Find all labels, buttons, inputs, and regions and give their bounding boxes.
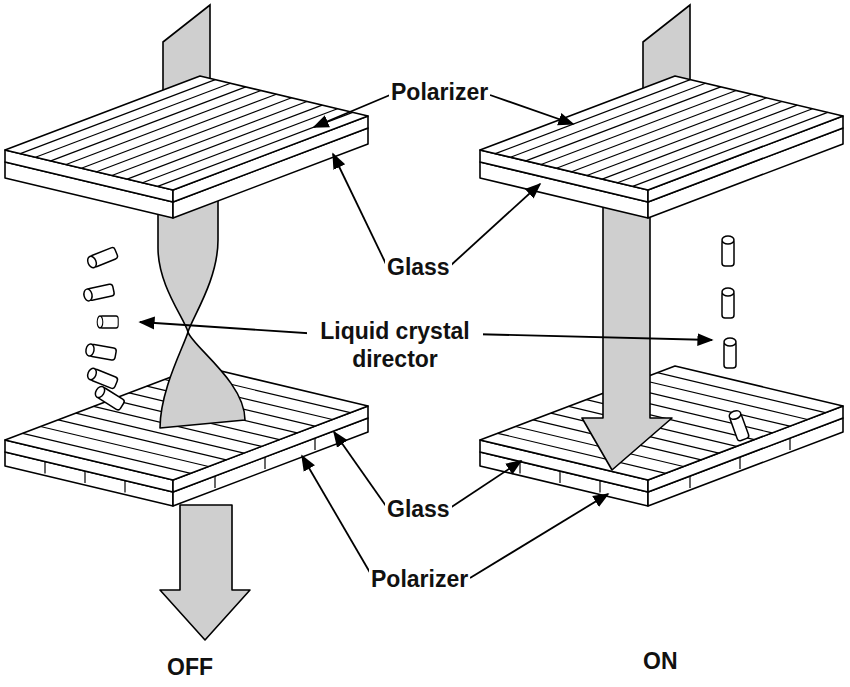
exit-light-arrow	[160, 505, 250, 640]
part-label: Liquid crystal director	[307, 318, 483, 373]
part-label: Glass	[385, 496, 452, 524]
straight-light-arrow	[582, 200, 672, 470]
top-polarizer-glass	[480, 76, 843, 218]
lc-molecules	[83, 247, 125, 411]
leader-lines	[140, 95, 712, 578]
twisted-light	[160, 332, 245, 428]
part-label: Glass	[385, 254, 452, 282]
part-label: ON	[641, 648, 680, 676]
part-label: OFF	[165, 654, 215, 682]
bottom-polarizer-glass	[480, 366, 843, 506]
part-label: Polarizer	[389, 79, 490, 107]
lc-molecules	[722, 236, 750, 441]
top-polarizer-glass	[5, 76, 368, 218]
part-label: Polarizer	[369, 566, 470, 594]
